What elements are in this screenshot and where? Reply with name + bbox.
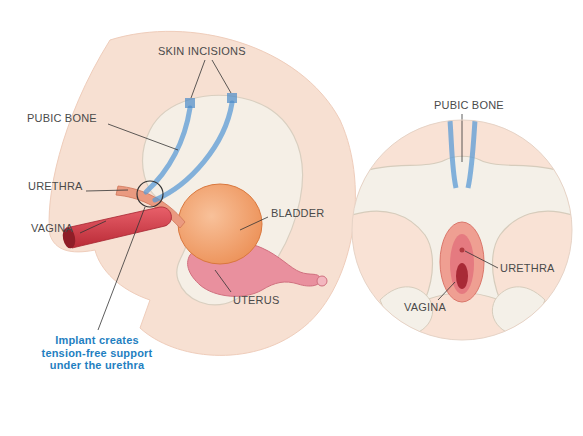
- leader-lines: [80, 60, 268, 330]
- leader-line: [462, 114, 463, 120]
- part-label: PUBIC BONE: [27, 112, 97, 125]
- part-label: PUBIC BONE: [434, 99, 504, 112]
- part-label: SKIN INCISIONS: [158, 45, 246, 58]
- ovary: [317, 276, 327, 286]
- inset-view: [350, 118, 575, 343]
- callout-note: Implant creates tension-free support und…: [32, 334, 162, 372]
- skin-incision: [227, 93, 237, 103]
- part-label: UTERUS: [233, 294, 279, 307]
- implant-tape: [155, 103, 232, 200]
- detail-circle: [137, 181, 163, 207]
- part-label: VAGINA: [31, 222, 73, 235]
- bladder-shape: [178, 184, 262, 264]
- part-label: BLADDER: [271, 207, 324, 220]
- inset-border: [352, 120, 572, 340]
- part-label: VAGINA: [404, 301, 446, 314]
- skin-incision: [185, 98, 195, 108]
- part-label: URETHRA: [28, 180, 83, 193]
- vagina-tube: [66, 207, 171, 248]
- body-silhouette: [49, 31, 355, 355]
- part-label: URETHRA: [500, 262, 555, 275]
